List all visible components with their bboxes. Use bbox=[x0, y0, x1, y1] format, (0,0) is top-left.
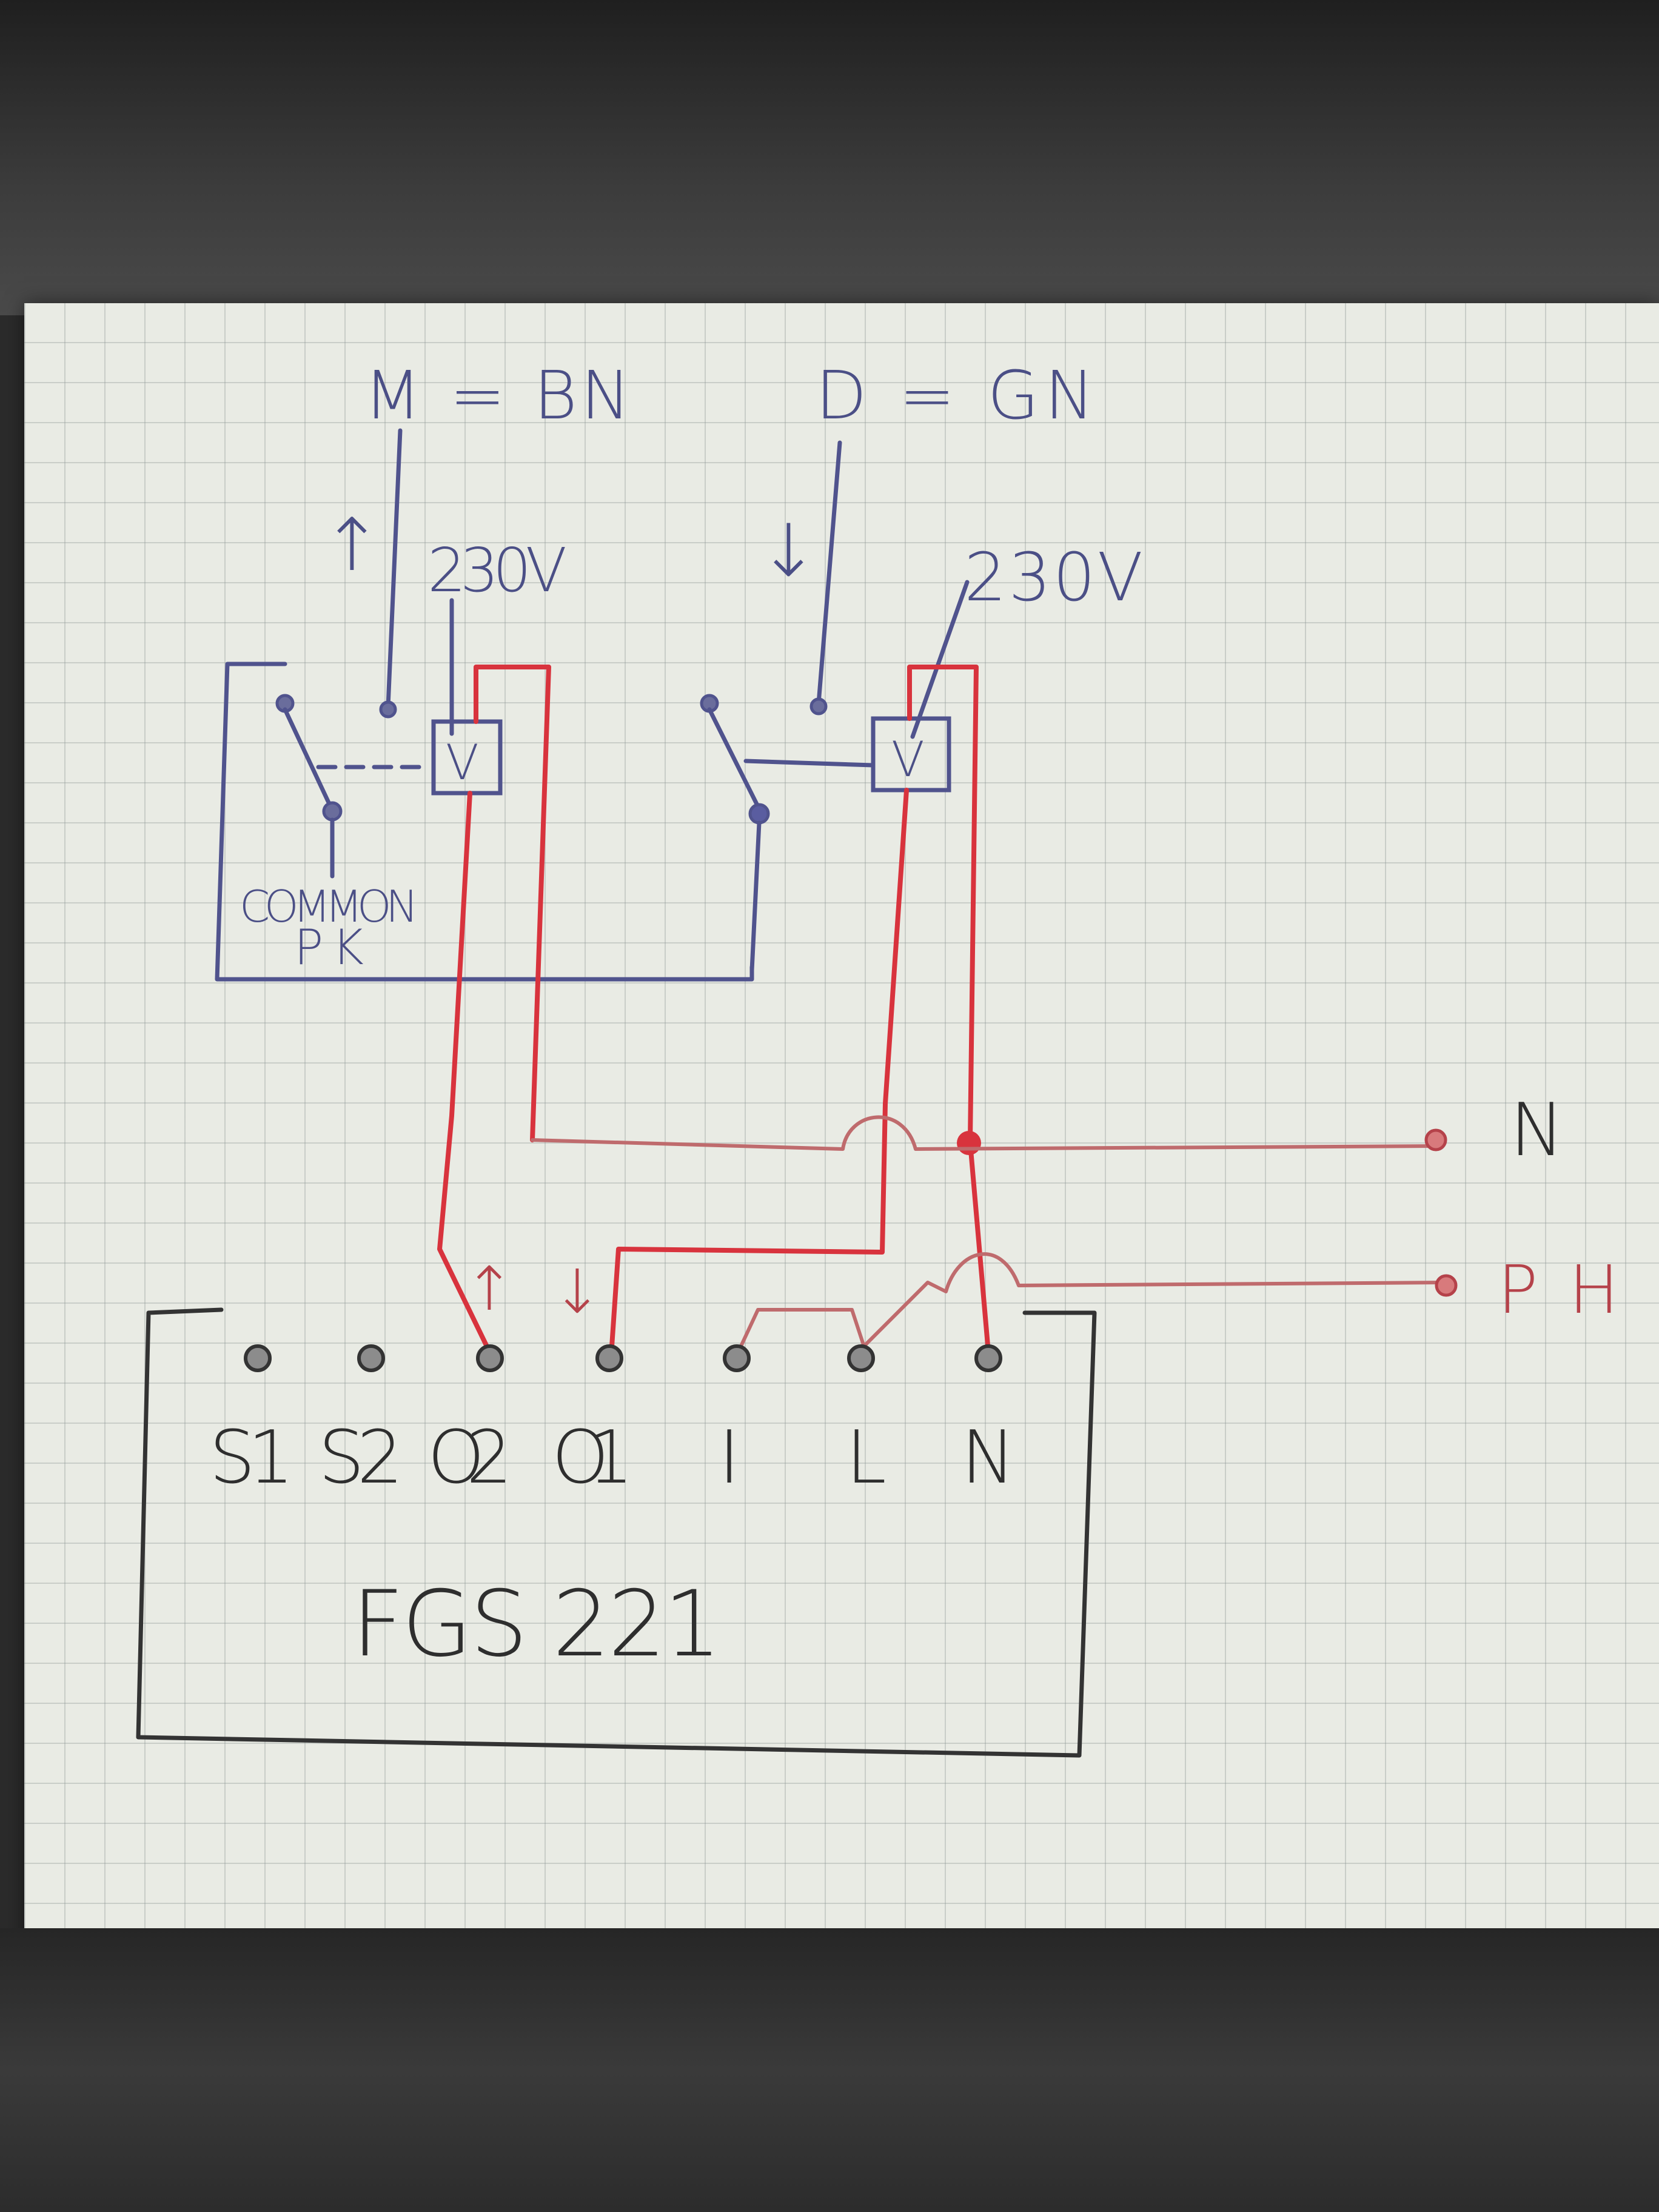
m-wire-label: M = BN bbox=[364, 357, 631, 434]
coil-voltage-right: 230V bbox=[964, 538, 1143, 616]
desk-background-bottom bbox=[0, 1928, 1659, 2212]
device-name-label: FGS 221 bbox=[352, 1572, 722, 1677]
terminal-n[interactable] bbox=[974, 1344, 1002, 1372]
right-relay-switch bbox=[700, 694, 876, 973]
terminal-label-o1: O1 bbox=[552, 1416, 634, 1500]
arrow-down-icon: ↓ bbox=[758, 509, 819, 594]
device-terminals bbox=[244, 1344, 1002, 1372]
arrow-up-icon: ↑ bbox=[321, 503, 383, 588]
neutral-line-label: N bbox=[1510, 1088, 1564, 1173]
terminal-label-s2: S2 bbox=[318, 1416, 403, 1500]
coil-voltage-left: 230V bbox=[427, 535, 567, 606]
supply-wiring bbox=[531, 1115, 1448, 1357]
right-coil-symbol: V bbox=[891, 731, 925, 788]
desk-background-top bbox=[0, 0, 1659, 315]
pk-label: PK bbox=[294, 919, 376, 976]
neutral-line-terminal bbox=[1424, 1128, 1447, 1151]
neutral-junction bbox=[957, 1131, 981, 1155]
o2-arrow-up-icon: ↑ bbox=[464, 1253, 515, 1324]
phase-line-label: PH bbox=[1498, 1251, 1619, 1329]
terminal-label-n: N bbox=[961, 1416, 1016, 1500]
terminal-label-l: L bbox=[846, 1416, 886, 1500]
coil-voltage-right-leader bbox=[910, 580, 970, 739]
terminal-l[interactable] bbox=[847, 1344, 875, 1372]
terminal-s2[interactable] bbox=[357, 1344, 385, 1372]
terminal-o2[interactable] bbox=[476, 1344, 504, 1372]
terminal-labels: S1 S2 O2 O1 I L N bbox=[209, 1416, 1016, 1500]
terminal-s1[interactable] bbox=[244, 1344, 272, 1372]
left-relay-switch bbox=[275, 694, 427, 879]
terminal-label-i: I bbox=[719, 1416, 740, 1500]
terminal-label-s1: S1 bbox=[209, 1416, 294, 1500]
o1-arrow-down-icon: ↓ bbox=[552, 1256, 603, 1327]
power-wiring bbox=[437, 665, 991, 1358]
left-coil-symbol: V bbox=[446, 734, 479, 791]
common-label: COMMON bbox=[240, 881, 418, 932]
fgs221-device bbox=[136, 1307, 1097, 1758]
grid-paper bbox=[24, 303, 1659, 1952]
phase-line-terminal bbox=[1435, 1274, 1458, 1297]
terminal-label-o2: O2 bbox=[427, 1416, 512, 1500]
left-coil bbox=[431, 719, 503, 796]
terminal-o1[interactable] bbox=[595, 1344, 623, 1372]
d-wire-label: D = GN bbox=[816, 357, 1094, 434]
relay-enclosure bbox=[215, 662, 754, 982]
m-wire bbox=[379, 428, 403, 719]
terminal-i[interactable] bbox=[723, 1344, 751, 1372]
d-wire bbox=[809, 440, 842, 716]
